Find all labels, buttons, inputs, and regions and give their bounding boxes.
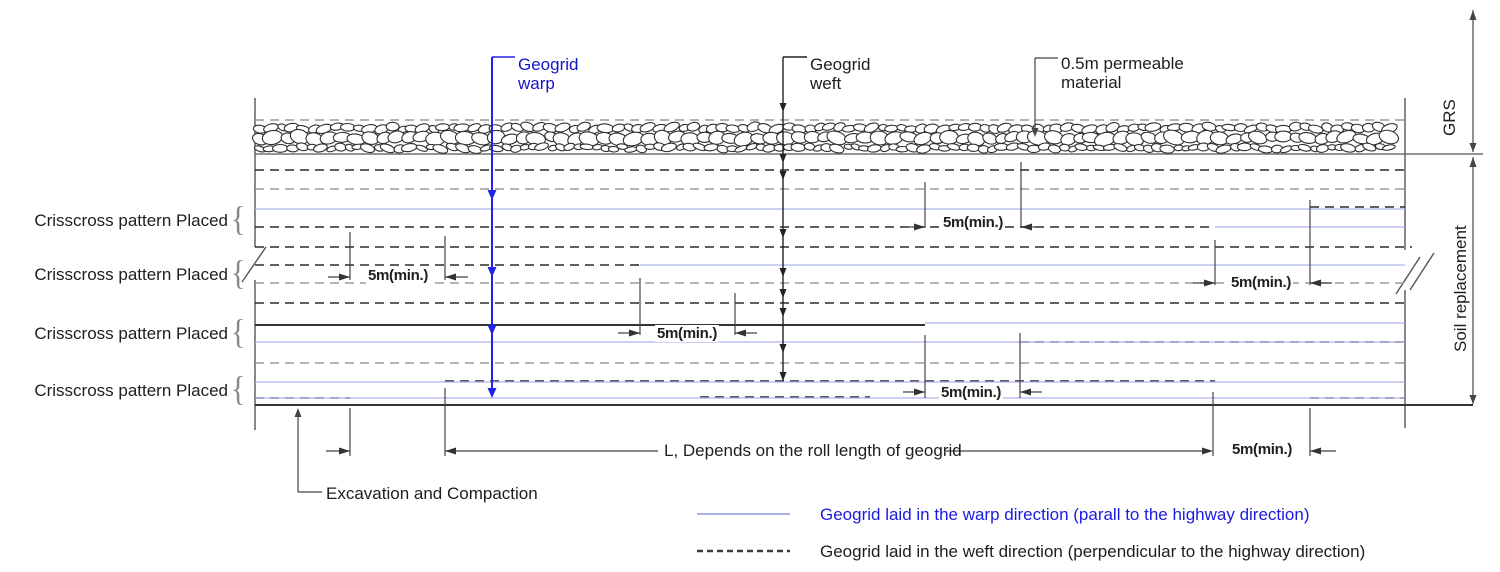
dim-5m-bottom-right: 5m(min.) [1229,441,1295,458]
excavation-leader [297,414,322,493]
permeable-material-label-line2: material [1061,73,1122,92]
dimension-arrow-stubs [326,226,1336,452]
excavation-label: Excavation and Compaction [326,484,538,503]
brace-2: { [231,254,246,293]
roll-length-label: L, Depends on the roll length of geogrid [664,441,962,460]
brace-4: { [231,370,246,409]
geogrid-warp-label: Geogrid warp [518,55,578,93]
crisscross-label-2: Crisscross pattern Placed [34,265,228,284]
crisscross-label-3: Crisscross pattern Placed [34,324,228,343]
geogrid-weft-label: Geogrid weft [810,55,870,93]
geogrid-warp-label-line1: Geogrid [518,55,579,74]
geogrid-warp-label-line2: warp [518,74,555,93]
excavation-leader-arrow [294,408,302,417]
brace-3: { [231,313,246,352]
geogrid-weft-label-line1: Geogrid [810,55,871,74]
weft-leader [782,56,807,381]
warp-leader-arrows [487,190,497,398]
solid-layer-lines [255,324,1473,406]
permeable-leader [1034,57,1058,130]
gray-dashed-lines [255,188,1405,364]
dim-5m-middle: 5m(min.) [654,325,720,342]
crisscross-label-4: Crisscross pattern Placed [34,381,228,400]
weft-leader-arrows [779,103,787,381]
grs-label: GRS [1440,99,1459,136]
geogrid-weft-label-line2: weft [810,74,842,93]
brace-1: { [231,200,246,239]
dim-5m-left: 5m(min.) [365,267,431,284]
dim-5m-right: 5m(min.) [1228,274,1294,291]
permeable-leader-arrow [1031,128,1039,137]
permeable-material-label-line1: 0.5m permeable [1061,54,1184,73]
dim-5m-top: 5m(min.) [940,214,1006,231]
dimension-ticks [349,162,1311,456]
permeable-material-label: 0.5m permeable material [1061,54,1184,92]
legend-warp-label: Geogrid laid in the warp direction (para… [820,505,1310,524]
gravel-layer [251,119,1483,155]
dim-5m-lower: 5m(min.) [938,384,1004,401]
soil-replacement-label: Soil replacement [1451,225,1470,352]
dimension-arrowheads [339,223,1321,455]
legend-weft-label: Geogrid laid in the weft direction (perp… [820,542,1366,561]
section-edges [241,98,1435,430]
warp-leader [491,56,515,395]
grs-dimension-arrows [1469,10,1477,152]
crisscross-label-1: Crisscross pattern Placed [34,211,228,230]
soil-replacement-dimension-arrows [1469,157,1477,404]
